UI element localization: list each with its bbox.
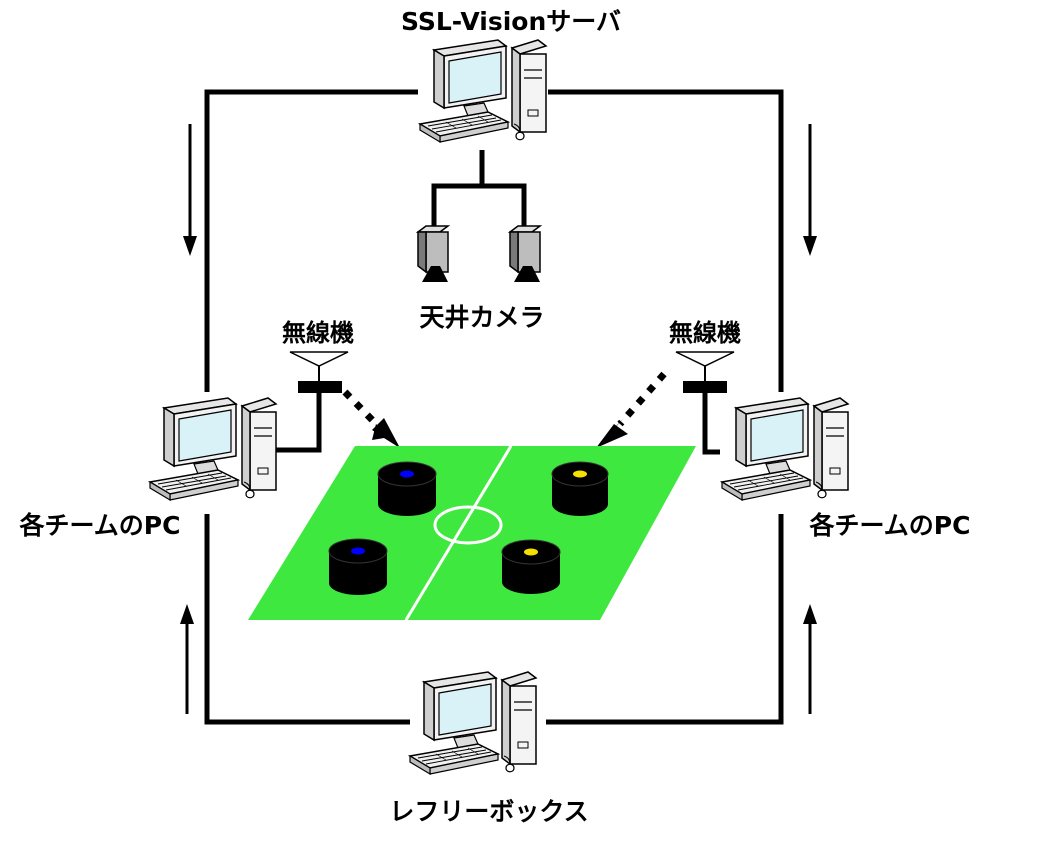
desktop-computer-icon [721,397,849,501]
soccer-field [248,445,696,621]
ssl-vision-server-label: SSL-Visionサーバ [401,7,621,36]
robot-blue-2 [328,538,388,595]
flow-arrow-icon [180,604,194,714]
ceiling-camera-label: 天井カメラ [419,303,544,332]
camera-icon [509,225,541,283]
server-to-left-pc-line [204,89,418,392]
team-pc-left-label: 各チームのPC [19,511,181,540]
blue-marker [400,470,414,478]
flow-arrow-icon [183,124,197,256]
network-lines [204,89,784,725]
field-surface [248,446,696,620]
antenna-icon [675,351,735,455]
desktop-computer-icon [409,671,537,775]
robot-yellow-1 [551,461,609,516]
radio-left-label: 無線機 [282,319,354,347]
camera-icon [417,225,449,283]
flow-arrows [180,124,817,714]
blue-marker [351,547,365,555]
halfway-line [404,445,513,621]
flow-arrow-icon [803,604,817,714]
antenna-icon [270,351,349,453]
desktop-computer-icon [149,397,277,501]
center-circle [433,505,503,545]
camera-wiring [431,150,527,232]
radio-right-label: 無線機 [669,319,741,347]
team-pc-right-label: 各チームのPC [809,511,971,540]
referee-to-left-pc-line [204,514,410,725]
wireless-link-right [596,371,667,448]
yellow-marker [524,548,538,556]
left-team-station: 無線機 各チームのPC [19,319,400,540]
ceiling-cameras: 天井カメラ [417,225,545,332]
robot-yellow-2 [501,539,561,594]
right-team-station: 無線機 各チームのPC [596,319,970,540]
referee-box-label: レフリーボックス [389,797,588,826]
flow-arrow-icon [803,124,817,256]
server-to-right-pc-line [548,89,784,392]
ssl-vision-server: SSL-Visionサーバ [401,7,621,143]
referee-box: レフリーボックス [389,671,589,826]
referee-to-right-pc-line [546,514,784,725]
robot-blue-1 [377,461,437,516]
wireless-link-left [342,389,400,448]
desktop-computer-icon [419,39,547,143]
yellow-marker [573,470,587,478]
